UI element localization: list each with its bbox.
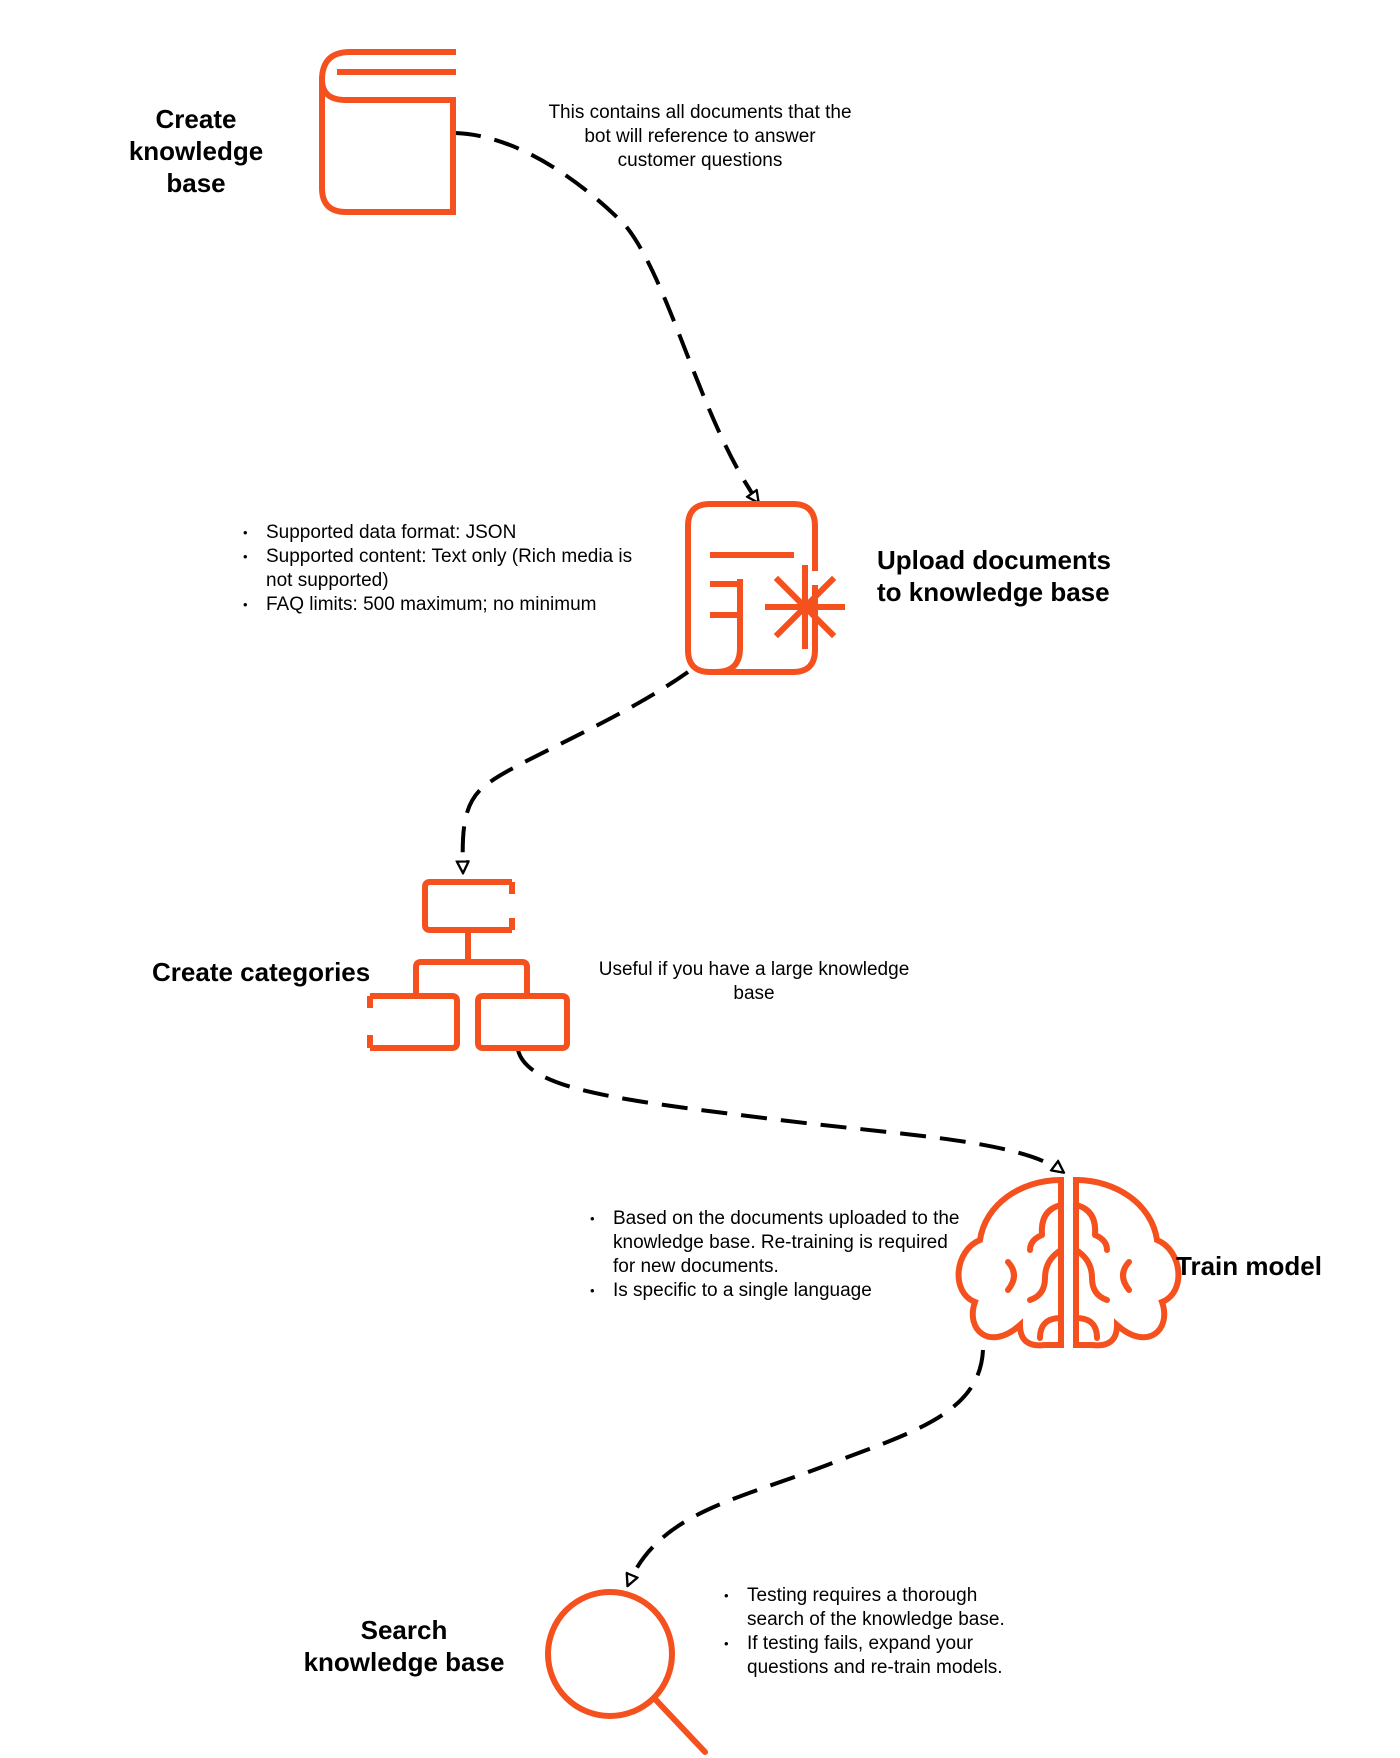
- step-title-categories: Create categories: [152, 957, 371, 987]
- connector-categories-to-train: [516, 1049, 1063, 1172]
- step-title-create-kb: Create knowledge base: [96, 103, 296, 199]
- hierarchy-icon: [367, 879, 570, 1051]
- step-title-search-line1: Search: [360, 1615, 448, 1645]
- note-search: Testing requires a thorough search of th…: [723, 1584, 1053, 1680]
- step-title-upload-line2: to knowledge base: [877, 577, 1110, 607]
- note-search-item: If testing fails, expand your questions …: [724, 1632, 1037, 1680]
- step-title-search-line2: knowledge base: [303, 1647, 505, 1677]
- note-upload: Supported data format: JSON Supported co…: [242, 521, 662, 617]
- step-title-upload: Upload documents to knowledge base: [877, 544, 1177, 608]
- step-title-create-kb-line1: Create: [155, 104, 237, 134]
- document-upload-icon: [685, 501, 845, 675]
- connector-upload-to-categories: [463, 670, 690, 872]
- note-upload-item: Supported data format: JSON: [243, 521, 662, 545]
- note-train-item: Based on the documents uploaded to the k…: [590, 1207, 969, 1279]
- step-title-search: Search knowledge base: [284, 1614, 524, 1678]
- connector-kb-to-upload: [454, 131, 758, 502]
- note-upload-item: Supported content: Text only (Rich media…: [243, 545, 646, 593]
- step-title-create-kb-line2: knowledge base: [128, 136, 264, 198]
- connector-train-to-search: [628, 1349, 985, 1585]
- note-search-item: Testing requires a thorough search of th…: [724, 1584, 1037, 1632]
- book-icon: [318, 49, 456, 215]
- brain-icon: [955, 1176, 1182, 1349]
- note-create-kb: This contains all documents that the bot…: [548, 102, 852, 171]
- note-upload-item: FAQ limits: 500 maximum; no minimum: [243, 593, 662, 617]
- magnifier-icon: [545, 1589, 708, 1755]
- note-train: Based on the documents uploaded to the k…: [589, 1207, 979, 1303]
- step-title-train: Train model: [1176, 1251, 1322, 1281]
- step-title-upload-line1: Upload documents: [877, 545, 1112, 575]
- note-categories: Useful if you have a large knowledge bas…: [598, 959, 910, 1004]
- note-train-item: Is specific to a single language: [590, 1279, 979, 1303]
